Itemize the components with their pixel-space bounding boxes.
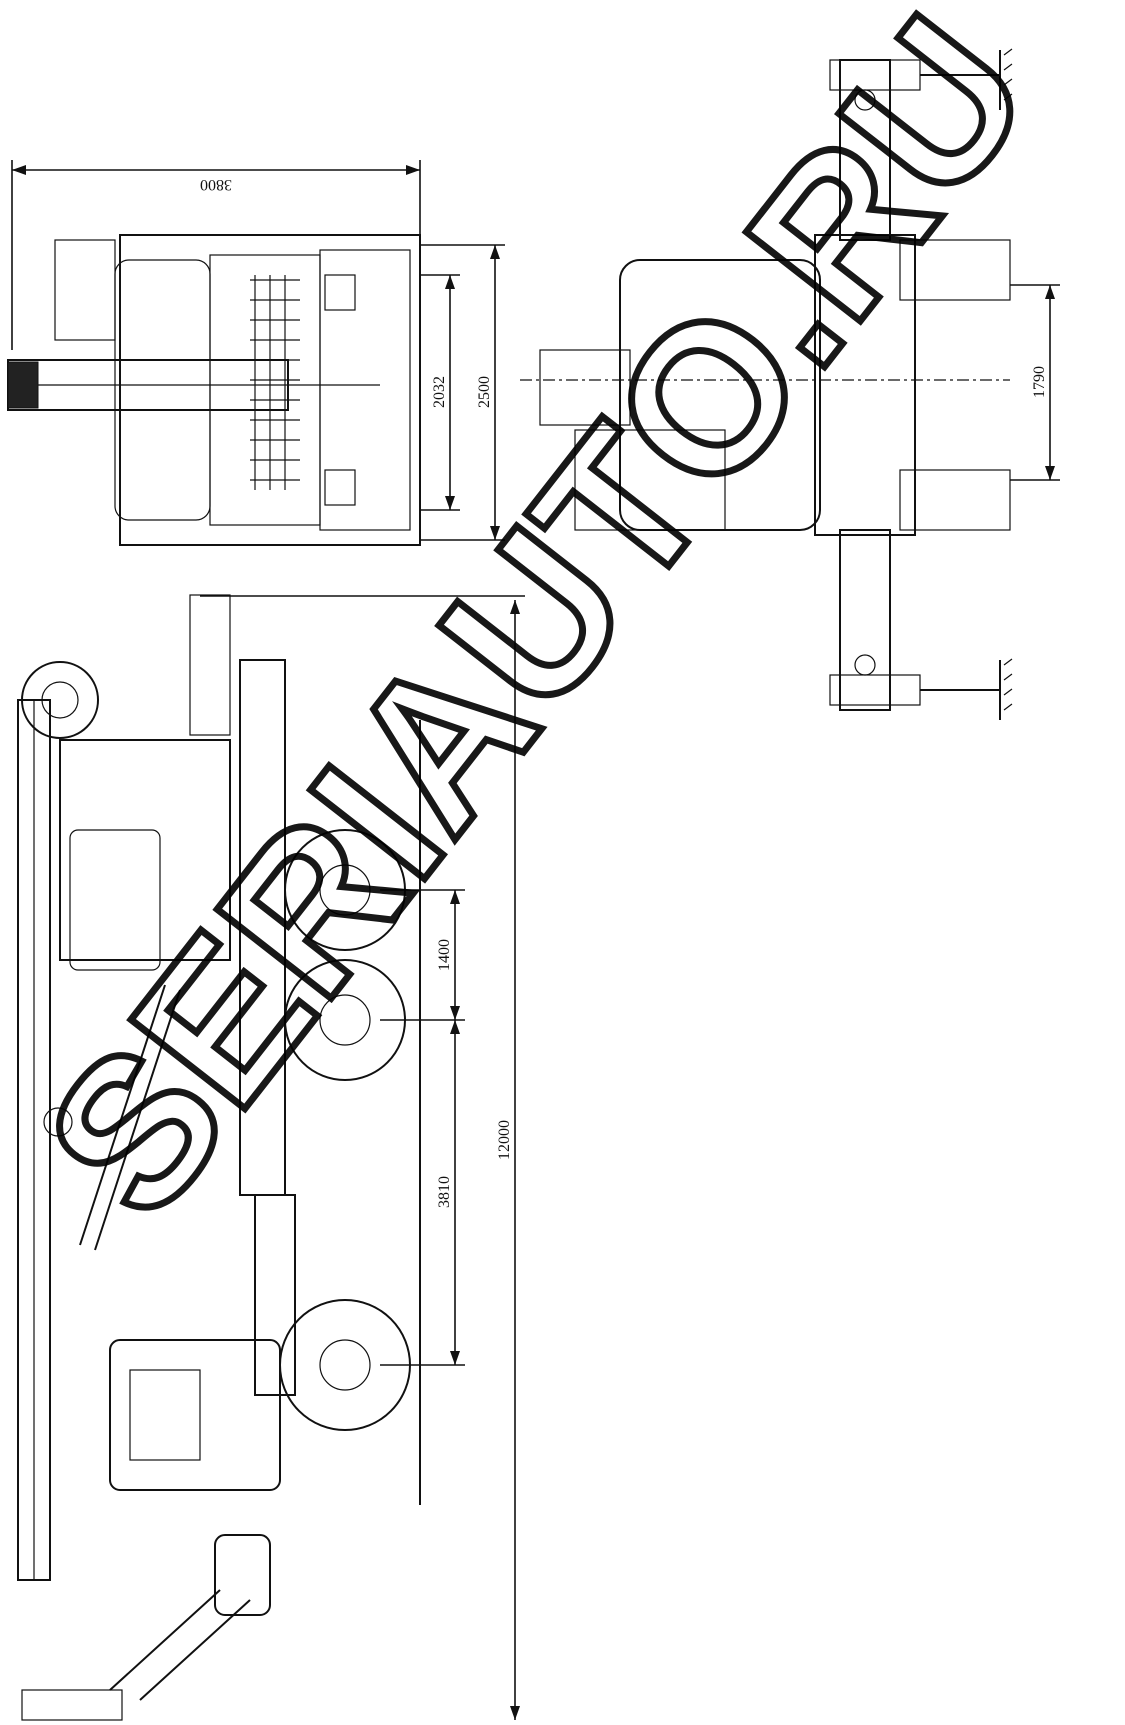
watermark: SERIAUTO.RU [0, 0, 1077, 1261]
grille [250, 275, 300, 490]
headlight-left [324, 274, 356, 311]
dim-label-2500: 2500 [476, 376, 493, 408]
turret [59, 739, 231, 961]
rear-wheel-top [899, 239, 1011, 301]
chassis-rear [814, 234, 916, 536]
hook-block [214, 1534, 271, 1616]
top-view: 3800 2032 2500 [7, 160, 505, 546]
counterweight [54, 239, 116, 341]
crane-cab [69, 829, 161, 971]
outrigger-beam-bottom [839, 529, 891, 711]
rear-view: 1790 [520, 48, 1060, 720]
boom-marker-icon [43, 1107, 73, 1137]
driver-cab [109, 1339, 281, 1491]
dim-label-3800: 3800 [200, 176, 232, 193]
carrier-body [119, 234, 421, 546]
luffing-cylinder [94, 989, 181, 1251]
headlight-right [324, 469, 356, 506]
boom-end [539, 349, 631, 426]
rear-wheel-bottom [899, 469, 1011, 531]
dim-label-3810: 3810 [436, 1176, 453, 1208]
pin-icon [854, 89, 876, 111]
counterweight-side [189, 594, 231, 736]
dim-label-12000: 12000 [496, 1120, 513, 1160]
pin-icon [854, 654, 876, 676]
boom-head-sheave [21, 661, 99, 739]
dim-label-1790: 1790 [1031, 366, 1048, 398]
dim-label-1400: 1400 [436, 939, 453, 971]
cab-outline [114, 259, 211, 521]
side-view: 1400 3810 12000 [17, 594, 525, 1721]
dim-label-2032: 2032 [431, 376, 448, 408]
